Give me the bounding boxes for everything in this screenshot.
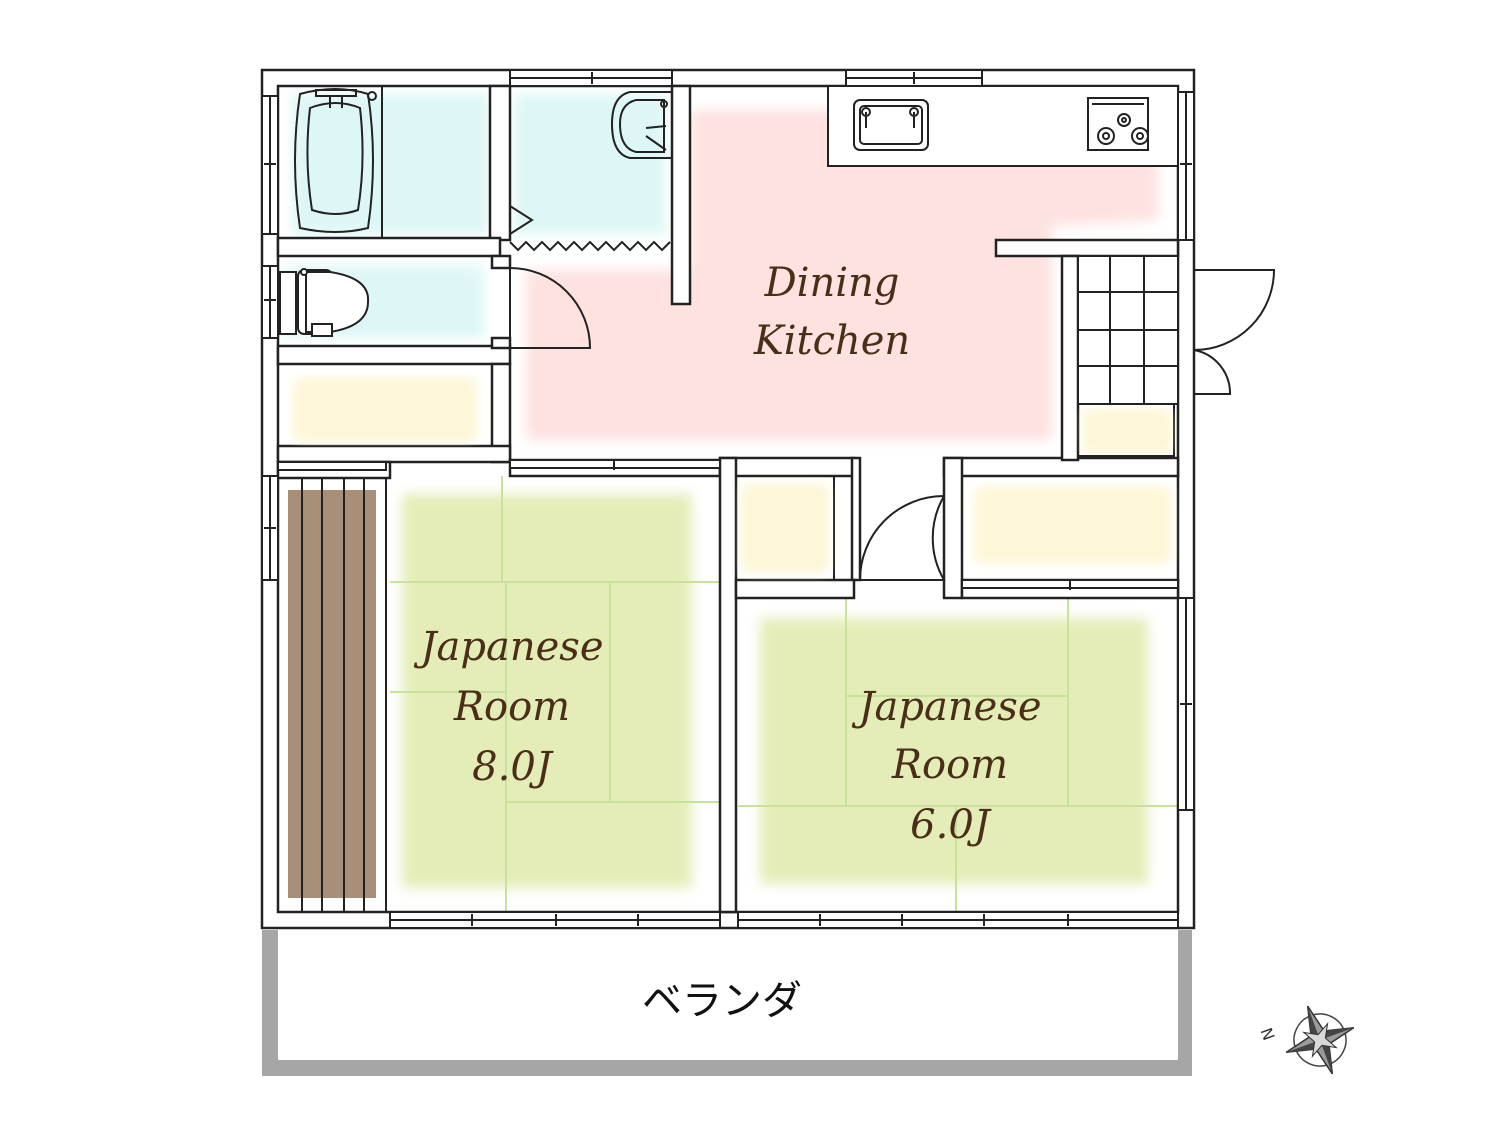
dining-kitchen-label-line2: Kitchen: [753, 318, 910, 364]
veranda: [262, 930, 1192, 1076]
tatami-6-fill: [760, 618, 1148, 884]
japanese-room-6-size: 6.0J: [910, 802, 992, 848]
japanese-room-8-size: 8.0J: [472, 744, 554, 790]
tatami-lines: [390, 476, 1178, 912]
bathroom-fill: [292, 94, 488, 234]
dining-kitchen-fill: [526, 110, 1158, 440]
toilet: [279, 268, 370, 337]
shoe-cabinet-fill: [1086, 412, 1168, 450]
veranda-railing: [262, 930, 1192, 1076]
bathtub: [277, 85, 383, 239]
dining-kitchen-label-line1: Dining: [764, 260, 900, 306]
doors: [509, 205, 1276, 581]
closet-right-fill: [976, 490, 1168, 562]
japanese-room-6-label-line1: Japanese: [852, 684, 1042, 730]
entry-tiles: [1077, 255, 1179, 405]
japanese-room-8-label-line1: Japanese: [414, 624, 604, 670]
compass-icon: [1285, 1005, 1355, 1075]
closet-left-fill: [296, 380, 474, 440]
kitchen-counter: [827, 85, 1179, 167]
closet-outlines: [277, 363, 1179, 581]
shoe-cabinet: [1077, 403, 1175, 457]
flooring-boards: [301, 462, 387, 912]
compass-north-label: N: [1257, 1025, 1279, 1043]
closet-mid-fill: [744, 486, 826, 572]
window-marks: [261, 69, 1195, 929]
veranda-label: ベランダ: [642, 978, 802, 1024]
washroom-fill: [514, 94, 666, 234]
japanese-room-6-label-line2: Room: [891, 742, 1008, 788]
japanese-room-8-label-line2: Room: [453, 684, 570, 730]
washbasin: [610, 91, 673, 159]
